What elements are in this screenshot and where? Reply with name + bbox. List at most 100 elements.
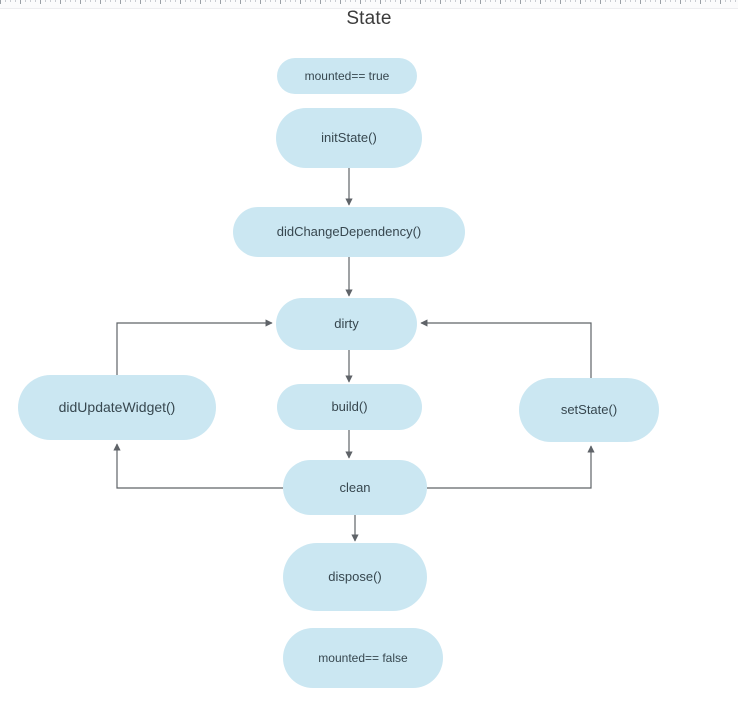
ruler-tick — [175, 0, 176, 2]
ruler-tick — [150, 0, 151, 2]
ruler-tick — [260, 0, 261, 4]
ruler-tick — [505, 0, 506, 2]
ruler-tick — [240, 0, 241, 4]
ruler-tick — [595, 0, 596, 2]
ruler-tick — [75, 0, 76, 2]
ruler-tick — [185, 0, 186, 2]
ruler-tick — [540, 0, 541, 4]
ruler-tick — [220, 0, 221, 4]
ruler-tick — [225, 0, 226, 2]
ruler-tick — [410, 0, 411, 2]
ruler-tick — [655, 0, 656, 2]
ruler-tick — [560, 0, 561, 4]
ruler-tick — [310, 0, 311, 2]
ruler-tick — [525, 0, 526, 2]
ruler-tick — [710, 0, 711, 2]
ruler-tick — [635, 0, 636, 2]
node-did-change-dependency[interactable]: didChangeDependency() — [233, 207, 465, 257]
ruler-tick — [475, 0, 476, 2]
ruler-tick — [370, 0, 371, 2]
ruler-tick — [60, 0, 61, 4]
ruler-tick — [325, 0, 326, 2]
ruler-tick — [140, 0, 141, 4]
ruler-tick — [690, 0, 691, 2]
node-build[interactable]: build() — [277, 384, 422, 430]
node-init-state[interactable]: initState() — [276, 108, 422, 168]
ruler-tick — [45, 0, 46, 2]
ruler-tick — [215, 0, 216, 2]
ruler-tick — [660, 0, 661, 4]
ruler-tick — [200, 0, 201, 4]
ruler-tick — [545, 0, 546, 2]
ruler-tick — [110, 0, 111, 2]
ruler-tick — [430, 0, 431, 2]
node-did-update-widget[interactable]: didUpdateWidget() — [18, 375, 216, 440]
ruler-tick — [555, 0, 556, 2]
ruler-tick — [610, 0, 611, 2]
ruler-tick — [485, 0, 486, 2]
ruler-tick — [470, 0, 471, 2]
ruler-tick — [620, 0, 621, 4]
node-dispose[interactable]: dispose() — [283, 543, 427, 611]
ruler-tick — [455, 0, 456, 2]
ruler-tick — [40, 0, 41, 4]
ruler-tick — [565, 0, 566, 2]
ruler-tick — [155, 0, 156, 2]
ruler-tick — [465, 0, 466, 2]
ruler-tick — [530, 0, 531, 2]
edge-setstate-to-dirty — [420, 319, 592, 378]
ruler-tick — [65, 0, 66, 2]
node-mounted-true[interactable]: mounted== true — [277, 58, 417, 94]
ruler-tick — [390, 0, 391, 2]
node-dirty[interactable]: dirty — [276, 298, 417, 350]
ruler-tick — [70, 0, 71, 2]
ruler-tick — [25, 0, 26, 2]
ruler-tick — [170, 0, 171, 2]
ruler-tick — [735, 0, 736, 2]
ruler-tick — [85, 0, 86, 2]
ruler-tick — [205, 0, 206, 2]
node-set-state[interactable]: setState() — [519, 378, 659, 442]
ruler-tick — [285, 0, 286, 2]
ruler-tick — [380, 0, 381, 4]
ruler-tick — [10, 0, 11, 2]
ruler-tick — [190, 0, 191, 2]
ruler-tick — [385, 0, 386, 2]
ruler-tick — [605, 0, 606, 2]
ruler-tick — [685, 0, 686, 2]
ruler-tick — [165, 0, 166, 2]
ruler-tick — [120, 0, 121, 4]
ruler-tick — [275, 0, 276, 2]
ruler-tick — [50, 0, 51, 2]
ruler-tick — [500, 0, 501, 4]
ruler-tick — [245, 0, 246, 2]
ruler-tick — [235, 0, 236, 2]
ruler-tick — [80, 0, 81, 4]
ruler-tick — [580, 0, 581, 4]
ruler-tick — [230, 0, 231, 2]
ruler-tick — [340, 0, 341, 4]
ruler-tick — [535, 0, 536, 2]
ruler-tick — [705, 0, 706, 2]
ruler-tick — [360, 0, 361, 4]
ruler-tick — [130, 0, 131, 2]
node-mounted-false[interactable]: mounted== false — [283, 628, 443, 688]
ruler-tick — [90, 0, 91, 2]
ruler-tick — [670, 0, 671, 2]
ruler-tick — [725, 0, 726, 2]
ruler-tick — [515, 0, 516, 2]
horizontal-ruler — [0, 0, 738, 9]
ruler-tick — [210, 0, 211, 2]
ruler-tick — [100, 0, 101, 4]
ruler-tick — [350, 0, 351, 2]
ruler-tick — [5, 0, 6, 2]
ruler-tick — [115, 0, 116, 2]
ruler-tick — [315, 0, 316, 2]
ruler-tick — [420, 0, 421, 4]
node-clean[interactable]: clean — [283, 460, 427, 515]
ruler-tick — [415, 0, 416, 2]
ruler-tick — [0, 0, 1, 4]
ruler-tick — [295, 0, 296, 2]
